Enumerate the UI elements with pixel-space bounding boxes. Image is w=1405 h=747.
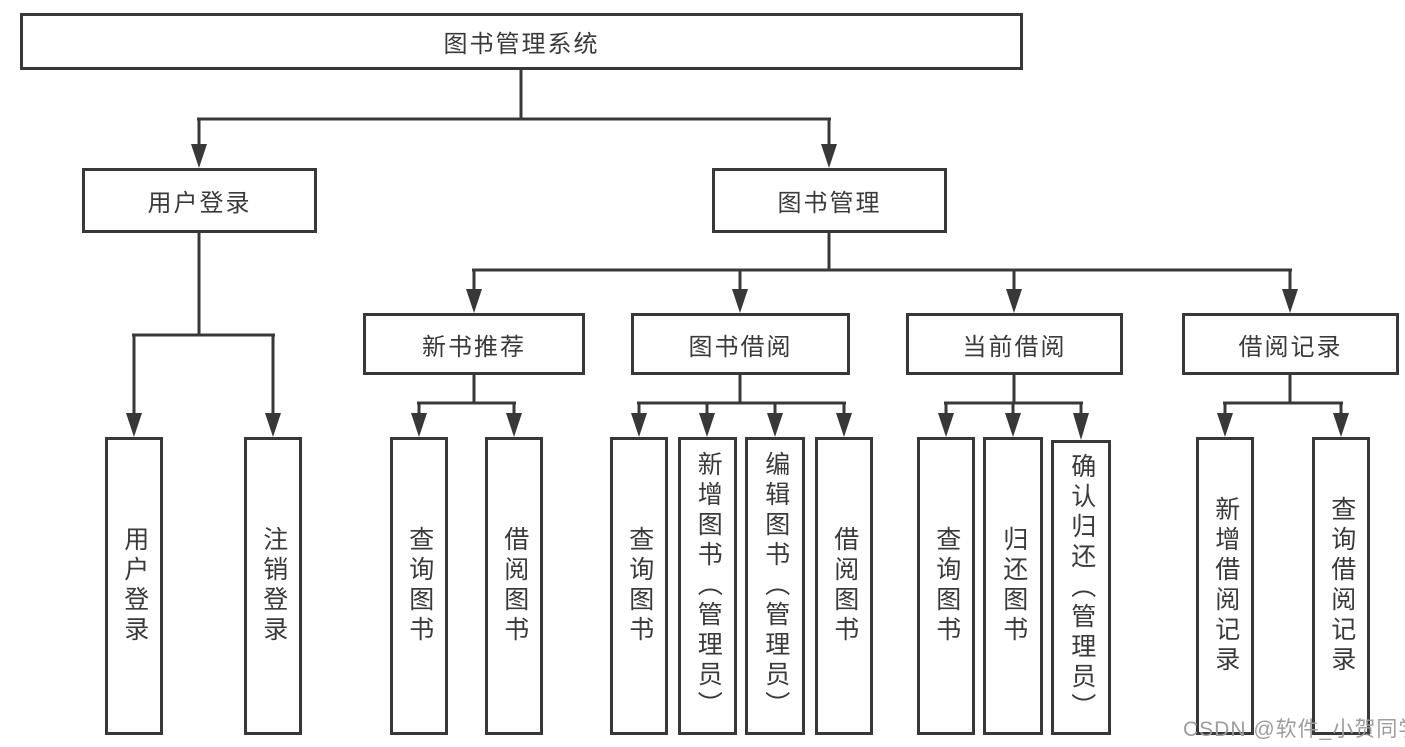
leaf-add-books-admin: 新增图书（管理员） xyxy=(678,437,737,735)
node-label: 用户登录 xyxy=(147,190,252,217)
node-label: 图书借阅 xyxy=(688,333,793,361)
leaf-query-books-borrowing: 查询图书 xyxy=(610,437,668,735)
node-library-management-system: 图书管理系统 xyxy=(20,13,1023,70)
node-user-login: 用户登录 xyxy=(82,168,317,233)
leaf-borrow-books-borrowing: 借阅图书 xyxy=(815,437,873,735)
leaf-label: 查询图书 xyxy=(625,526,654,646)
leaf-edit-books-admin: 编辑图书（管理员） xyxy=(745,437,805,735)
leaf-return-books: 归还图书 xyxy=(983,437,1043,735)
leaf-label: 查询借阅记录 xyxy=(1327,496,1356,676)
leaf-label: 查询图书 xyxy=(932,526,961,646)
leaf-add-borrow-record: 新增借阅记录 xyxy=(1196,437,1254,735)
leaf-label: 编辑图书（管理员） xyxy=(761,451,790,721)
leaf-label: 归还图书 xyxy=(999,526,1028,646)
leaf-label: 借阅图书 xyxy=(830,526,859,646)
node-label: 图书管理 xyxy=(777,190,882,217)
leaf-user-login: 用户登录 xyxy=(105,437,163,735)
node-label: 当前借阅 xyxy=(962,333,1067,361)
node-borrowing-records: 借阅记录 xyxy=(1182,313,1399,375)
node-new-book-recommendation: 新书推荐 xyxy=(363,313,585,375)
node-current-borrowing: 当前借阅 xyxy=(906,313,1123,375)
leaf-borrow-books-newbook: 借阅图书 xyxy=(485,437,543,735)
leaf-label: 借阅图书 xyxy=(500,526,529,646)
csdn-watermark: CSDN @软件_小贺同学 xyxy=(1183,718,1405,741)
leaf-confirm-return-admin: 确认归还（管理员） xyxy=(1051,440,1111,735)
node-label: 借阅记录 xyxy=(1238,333,1343,361)
node-label: 新书推荐 xyxy=(422,333,526,361)
leaf-label: 新增图书（管理员） xyxy=(694,451,723,721)
node-book-management: 图书管理 xyxy=(712,168,947,233)
leaf-label: 新增借阅记录 xyxy=(1211,496,1240,676)
node-book-borrowing: 图书借阅 xyxy=(631,313,850,375)
leaf-query-borrow-record: 查询借阅记录 xyxy=(1312,437,1370,735)
leaf-query-books-newbook: 查询图书 xyxy=(390,437,448,735)
leaf-label: 查询图书 xyxy=(405,526,434,646)
node-label: 图书管理系统 xyxy=(443,31,600,58)
leaf-logout: 注销登录 xyxy=(244,437,302,735)
leaf-label: 注销登录 xyxy=(259,526,288,646)
leaf-label: 确认归还（管理员） xyxy=(1067,452,1096,723)
leaf-query-books-current: 查询图书 xyxy=(917,437,975,735)
leaf-label: 用户登录 xyxy=(120,526,149,646)
